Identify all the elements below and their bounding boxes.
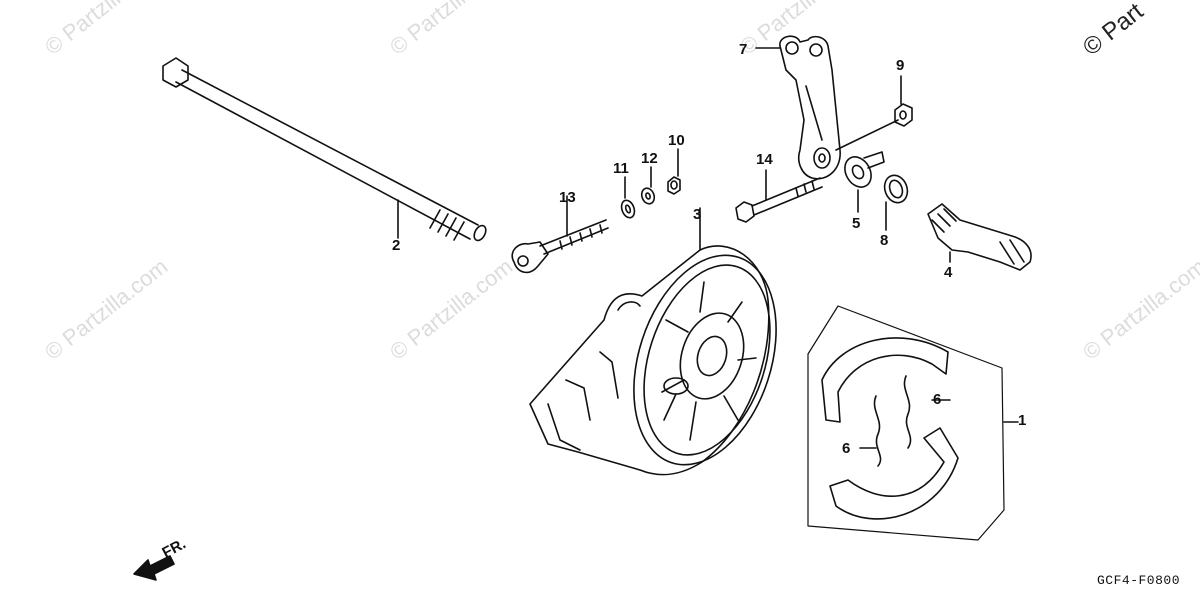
brake-arm-part-7	[755, 35, 841, 180]
lock-washer-part-12	[640, 166, 656, 205]
washer-part-11	[620, 176, 636, 219]
indicator-plate-part-5	[844, 151, 885, 213]
axle-part-2	[162, 57, 487, 242]
callout-11: 11	[613, 160, 629, 177]
nut-part-10	[667, 148, 681, 195]
front-direction-arrow	[133, 555, 175, 581]
callout-10: 10	[668, 132, 685, 149]
adjusting-bolt-part-13	[511, 195, 609, 274]
bolt-part-14	[735, 169, 823, 223]
callout-5: 5	[852, 215, 861, 232]
callout-9: 9	[896, 57, 905, 74]
callout-3: 3	[693, 206, 702, 223]
nut-part-9	[835, 75, 913, 151]
callout-14: 14	[756, 151, 773, 168]
figure-code: GCF4-F0800	[1096, 573, 1180, 588]
callout-13: 13	[559, 189, 576, 206]
callout-8: 8	[880, 232, 889, 249]
callout-4: 4	[944, 264, 953, 281]
felt-seal-part-8	[883, 174, 909, 231]
callout-6b: 6	[842, 440, 851, 457]
brake-cam-part-4	[927, 203, 1032, 271]
callout-2: 2	[392, 237, 401, 254]
callout-6a: 6	[933, 391, 942, 408]
callout-1: 1	[1018, 412, 1027, 429]
brake-panel-part-3	[529, 207, 777, 476]
brake-shoe-set-part-1	[807, 305, 1019, 541]
callout-12: 12	[641, 150, 658, 167]
callout-7: 7	[739, 41, 748, 58]
